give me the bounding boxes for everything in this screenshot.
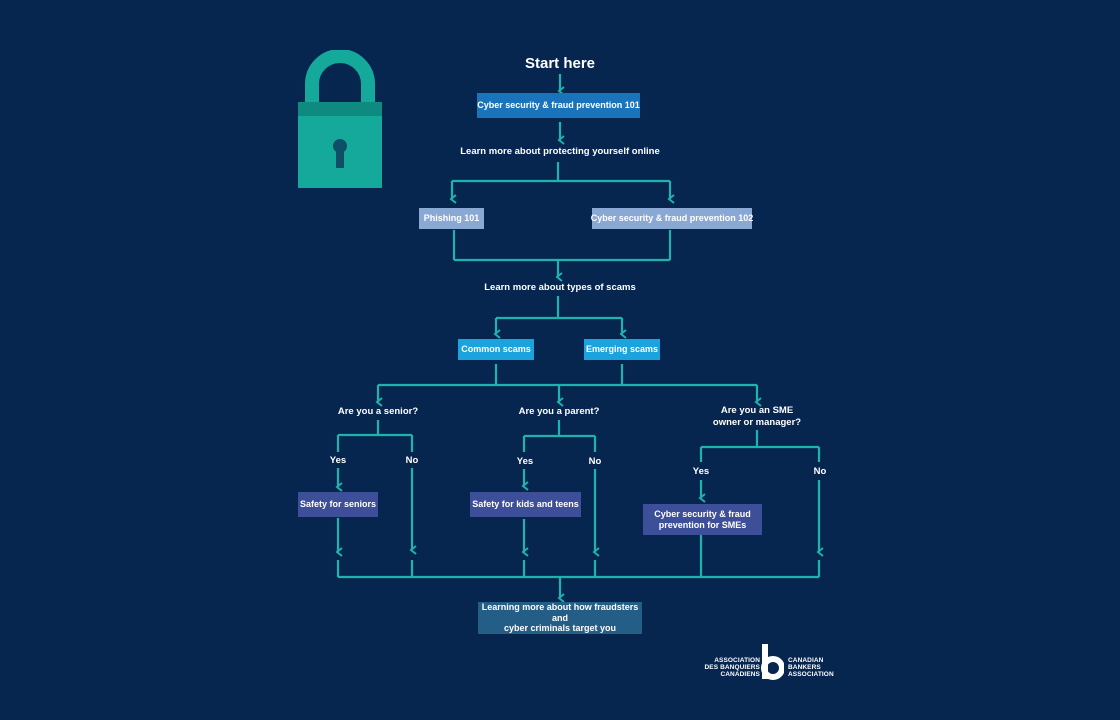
start-label: Start here xyxy=(524,55,596,72)
sme-no-label: No xyxy=(813,466,827,477)
parent-yes-label: Yes xyxy=(516,456,534,467)
box-learning-fraudsters[interactable]: Learning more about how fraudsters and c… xyxy=(478,602,642,634)
box-safety-kids[interactable]: Safety for kids and teens xyxy=(470,492,581,517)
box-common-scams[interactable]: Common scams xyxy=(458,339,534,360)
box-cyber-102[interactable]: Cyber security & fraud prevention 102 xyxy=(591,208,753,229)
sme-yes-label: Yes xyxy=(692,466,710,477)
box-cyber-smes[interactable]: Cyber security & fraud prevention for SM… xyxy=(643,504,762,535)
senior-no-label: No xyxy=(405,455,419,466)
question-sme-line1: Are you an SME xyxy=(720,405,794,416)
box-phishing-101[interactable]: Phishing 101 xyxy=(419,208,484,229)
learn-online-label: Learn more about protecting yourself onl… xyxy=(460,146,660,157)
question-sme-line2: owner or manager? xyxy=(712,416,802,428)
box-safety-seniors[interactable]: Safety for seniors xyxy=(298,492,378,517)
box-cyber-smes-line1: Cyber security & fraud xyxy=(654,508,751,519)
question-sme: Are you an SME owner or manager? xyxy=(713,405,801,429)
parent-no-label: No xyxy=(588,456,602,467)
box-learning-fraudsters-line2: cyber criminals target you xyxy=(503,623,617,634)
question-senior: Are you a senior? xyxy=(337,406,419,417)
box-learning-fraudsters-line1: Learning more about how fraudsters and xyxy=(481,601,639,623)
question-parent: Are you a parent? xyxy=(518,406,600,417)
padlock-icon xyxy=(298,50,382,188)
cba-b-mark xyxy=(761,644,784,680)
box-cyber-smes-line2: prevention for SMEs xyxy=(658,519,747,530)
learn-scams-label: Learn more about types of scams xyxy=(484,282,636,293)
box-emerging-scams[interactable]: Emerging scams xyxy=(584,339,660,360)
logo-english-text: CANADIAN BANKERS ASSOCIATION xyxy=(788,657,834,678)
box-cyber-101[interactable]: Cyber security & fraud prevention 101 xyxy=(477,93,640,118)
cba-logo: ASSOCIATION DES BANQUIERS CANADIENS CANA… xyxy=(700,644,834,682)
senior-yes-label: Yes xyxy=(329,455,347,466)
logo-french-text: ASSOCIATION DES BANQUIERS CANADIENS xyxy=(704,657,760,678)
